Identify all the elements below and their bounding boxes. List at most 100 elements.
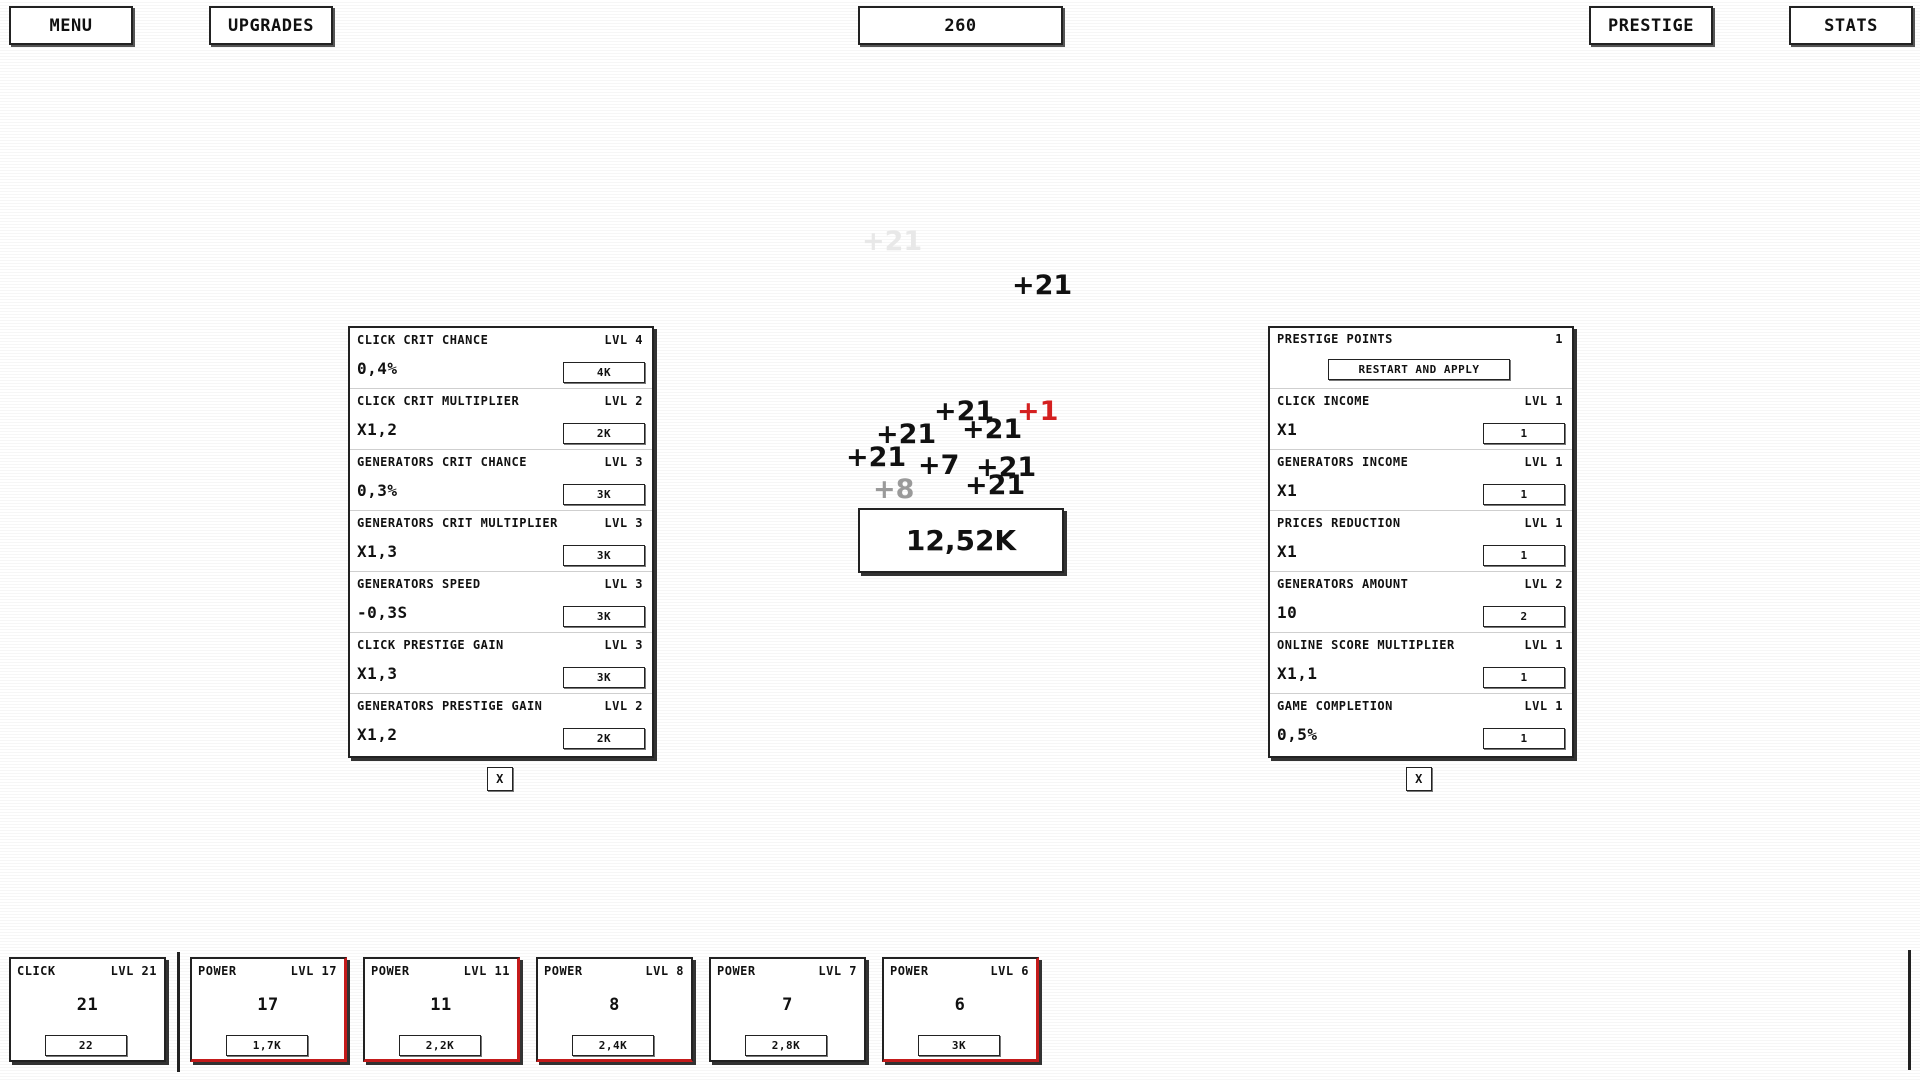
floating-gain-text: +21 [876, 419, 937, 450]
generator-value: 7 [782, 995, 793, 1015]
prestige-buy-button[interactable]: 1 [1483, 423, 1565, 444]
prestige-upgrade-value: x1 [1277, 420, 1298, 439]
upgrade-buy-button[interactable]: 4K [563, 362, 645, 383]
floating-gain-text: +21 [846, 442, 907, 473]
upgrade-level: LVL 4 [604, 333, 643, 347]
score-click-button[interactable]: 12,52K [858, 508, 1064, 573]
upgrade-buy-button[interactable]: 3K [563, 484, 645, 505]
generator-buy-button[interactable]: 22 [45, 1035, 127, 1056]
generator-name: POWER [371, 964, 410, 978]
power-generator-card: POWER LVL 11 11 2,2K [363, 957, 520, 1062]
generator-buy-button[interactable]: 2,2K [399, 1035, 481, 1056]
floating-gain-text: +21 [934, 396, 995, 427]
prestige-upgrade-level: LVL 1 [1524, 699, 1563, 713]
prestige-points-value: 1 [1555, 332, 1563, 346]
restart-and-apply-button[interactable]: RESTART AND APPLY [1328, 359, 1510, 380]
generator-name: POWER [198, 964, 237, 978]
close-upgrades-button[interactable]: X [487, 767, 513, 791]
stats-button[interactable]: STATS [1789, 6, 1913, 45]
generator-value: 8 [609, 995, 620, 1015]
upgrade-level: LVL 2 [604, 394, 643, 408]
prestige-row: GAME COMPLETION LVL 1 0,5% 1 [1270, 694, 1572, 755]
upgrade-value: 0,4% [357, 359, 398, 378]
prestige-row: CLICK INCOME LVL 1 x1 1 [1270, 389, 1572, 450]
floating-gain-text: +21 [976, 452, 1037, 483]
upgrade-level: LVL 2 [604, 699, 643, 713]
floating-gain-text: +21 [1012, 270, 1073, 301]
power-generator-card: POWER LVL 7 7 2,8K [709, 957, 866, 1062]
generator-level: LVL 17 [290, 964, 337, 978]
prestige-buy-button[interactable]: 2 [1483, 606, 1565, 627]
upgrades-button[interactable]: UPGRADES [209, 6, 333, 45]
generator-value: 11 [430, 995, 452, 1015]
prestige-row: GENERATORS AMOUNT LVL 2 10 2 [1270, 572, 1572, 633]
generator-buy-button[interactable]: 3K [918, 1035, 1000, 1056]
prestige-buy-button[interactable]: 1 [1483, 484, 1565, 505]
menu-button[interactable]: MENU [9, 6, 133, 45]
prestige-panel: PRESTIGE POINTS 1 RESTART AND APPLY CLIC… [1268, 326, 1574, 758]
prestige-upgrade-level: LVL 2 [1524, 577, 1563, 591]
generator-level: LVL 8 [645, 964, 684, 978]
upgrade-value: x1,2 [357, 725, 398, 744]
prestige-upgrade-name: CLICK INCOME [1277, 394, 1370, 408]
generator-level: LVL 11 [463, 964, 510, 978]
click-generator-card: CLICK LVL 21 21 22 [9, 957, 166, 1062]
prestige-upgrade-level: LVL 1 [1524, 394, 1563, 408]
upgrade-row: GENERATORS CRIT MULTIPLIER LVL 3 x1,3 3K [350, 511, 652, 572]
prestige-upgrade-value: 10 [1277, 603, 1298, 622]
generator-divider-right [1908, 950, 1911, 1070]
prestige-buy-button[interactable]: 1 [1483, 667, 1565, 688]
prestige-upgrade-level: LVL 1 [1524, 638, 1563, 652]
upgrade-buy-button[interactable]: 2K [563, 728, 645, 749]
prestige-upgrade-name: GENERATORS INCOME [1277, 455, 1409, 469]
upgrade-value: x1,2 [357, 420, 398, 439]
prestige-points-row: PRESTIGE POINTS 1 RESTART AND APPLY [1270, 328, 1572, 389]
generator-value: 17 [257, 995, 279, 1015]
prestige-upgrade-value: x1,1 [1277, 664, 1318, 683]
prestige-upgrade-value: x1 [1277, 542, 1298, 561]
upgrade-row: CLICK CRIT CHANCE LVL 4 0,4% 4K [350, 328, 652, 389]
upgrade-row: CLICK CRIT MULTIPLIER LVL 2 x1,2 2K [350, 389, 652, 450]
prestige-buy-button[interactable]: 1 [1483, 728, 1565, 749]
prestige-upgrade-name: GAME COMPLETION [1277, 699, 1393, 713]
generator-name: POWER [717, 964, 756, 978]
prestige-buy-button[interactable]: 1 [1483, 545, 1565, 566]
generator-buy-button[interactable]: 2,8K [745, 1035, 827, 1056]
close-prestige-button[interactable]: X [1406, 767, 1432, 791]
upgrade-buy-button[interactable]: 3K [563, 606, 645, 627]
upgrade-name: GENERATORS CRIT CHANCE [357, 455, 527, 469]
upgrade-name: GENERATORS CRIT MULTIPLIER [357, 516, 558, 530]
prestige-button[interactable]: PRESTIGE [1589, 6, 1713, 45]
upgrade-row: GENERATORS SPEED LVL 3 -0,3s 3K [350, 572, 652, 633]
upgrade-name: CLICK PRESTIGE GAIN [357, 638, 504, 652]
upgrade-value: 0,3% [357, 481, 398, 500]
upgrade-name: GENERATORS PRESTIGE GAIN [357, 699, 543, 713]
floating-gain-text: +21 [862, 226, 923, 257]
floating-gain-text: +1 [1017, 396, 1059, 427]
upgrade-level: LVL 3 [604, 577, 643, 591]
upgrade-buy-button[interactable]: 3K [563, 545, 645, 566]
upgrade-row: GENERATORS PRESTIGE GAIN LVL 2 x1,2 2K [350, 694, 652, 755]
prestige-points-label: PRESTIGE POINTS [1277, 332, 1393, 346]
generator-level: LVL 6 [990, 964, 1029, 978]
prestige-row: GENERATORS INCOME LVL 1 x1 1 [1270, 450, 1572, 511]
upgrade-buy-button[interactable]: 3K [563, 667, 645, 688]
generator-buy-button[interactable]: 2,4K [572, 1035, 654, 1056]
floating-gain-text: +7 [918, 450, 960, 481]
generator-name: POWER [890, 964, 929, 978]
upgrade-name: CLICK CRIT CHANCE [357, 333, 489, 347]
generator-value: 6 [954, 995, 966, 1015]
power-generator-card: POWER LVL 6 6 3K [882, 957, 1039, 1062]
upgrade-row: CLICK PRESTIGE GAIN LVL 3 x1,3 3K [350, 633, 652, 694]
generator-buy-button[interactable]: 1,7K [226, 1035, 308, 1056]
upgrade-name: CLICK CRIT MULTIPLIER [357, 394, 520, 408]
upgrade-buy-button[interactable]: 2K [563, 423, 645, 444]
prestige-upgrade-level: LVL 1 [1524, 516, 1563, 530]
upgrade-value: -0,3s [357, 603, 408, 622]
upgrade-value: x1,3 [357, 542, 398, 561]
power-generator-card: POWER LVL 8 8 2,4K [536, 957, 693, 1062]
counter-display: 260 [858, 6, 1063, 45]
floating-gain-text: +21 [962, 414, 1023, 445]
prestige-upgrade-value: x1 [1277, 481, 1298, 500]
upgrade-row: GENERATORS CRIT CHANCE LVL 3 0,3% 3K [350, 450, 652, 511]
